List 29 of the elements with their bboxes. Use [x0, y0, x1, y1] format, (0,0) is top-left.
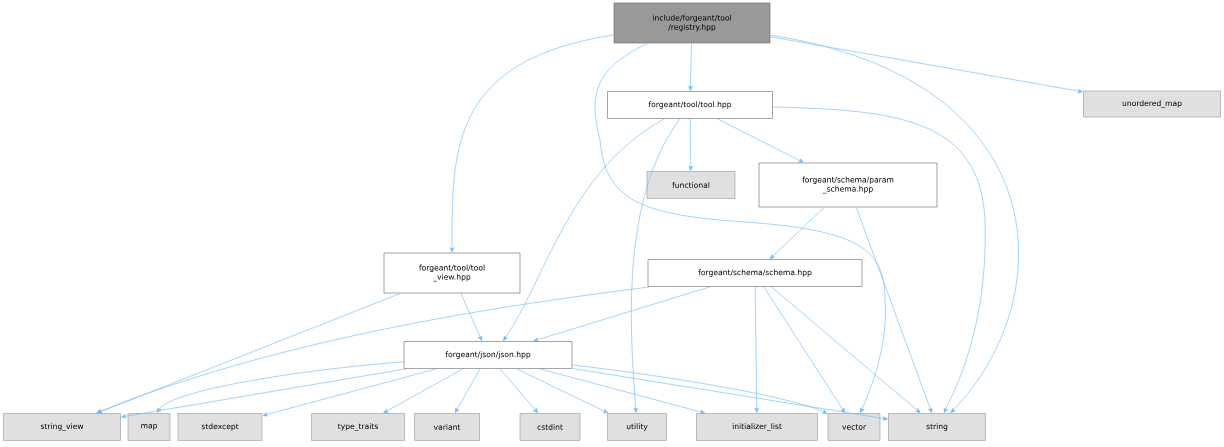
arrow — [96, 286, 651, 414]
arrow — [156, 361, 404, 413]
arrow — [770, 34, 1019, 413]
arrow — [572, 364, 828, 414]
arrow — [763, 286, 845, 413]
arrow — [97, 293, 401, 414]
arrow — [516, 368, 609, 414]
arrow — [594, 43, 886, 413]
arrow — [716, 118, 804, 163]
arrow — [460, 293, 482, 341]
arrow — [121, 368, 407, 419]
arrow — [454, 368, 481, 413]
arrow — [769, 207, 825, 259]
arrow — [572, 368, 888, 421]
arrow — [770, 36, 1083, 94]
arrow — [772, 106, 986, 413]
arrow — [503, 118, 665, 341]
arrow — [499, 368, 538, 413]
arrow — [688, 118, 693, 171]
arrow — [262, 368, 437, 417]
arrow — [631, 118, 681, 413]
arrow — [383, 368, 464, 414]
arrow — [533, 286, 711, 342]
arrow — [688, 43, 693, 91]
arrow — [855, 207, 933, 413]
arrow — [449, 34, 614, 253]
arrow — [771, 286, 921, 413]
arrow — [539, 368, 705, 414]
arrow — [754, 286, 759, 413]
